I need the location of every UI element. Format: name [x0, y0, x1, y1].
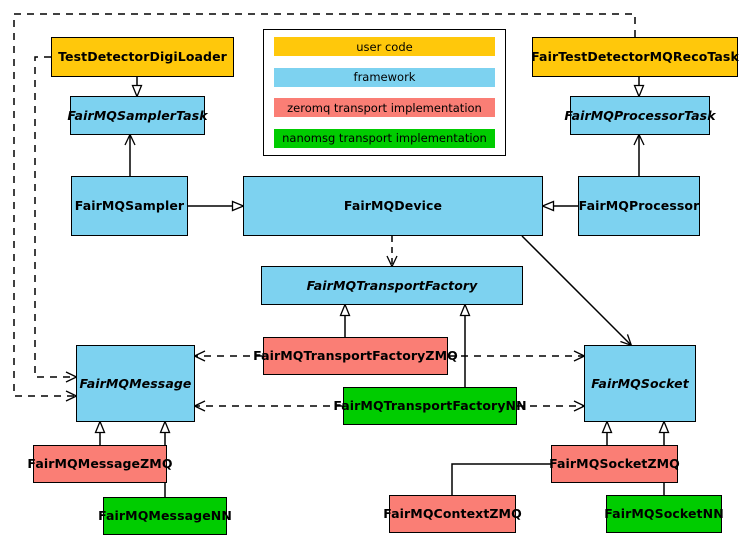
class-box-fairmqmessagenn[interactable]: FairMQMessageNN	[98, 497, 232, 535]
class-box-fairmqcontextzmq[interactable]: FairMQContextZMQ	[383, 495, 522, 533]
legend-box: user code framework zeromq transport imp…	[263, 29, 506, 156]
class-box-fairmqsamplertask[interactable]: FairMQSamplerTask	[67, 96, 208, 135]
class-label: FairMQTransportFactoryZMQ	[253, 348, 458, 364]
class-label: TestDetectorDigiLoader	[58, 49, 227, 65]
edge-device-socket	[521, 235, 631, 345]
legend-label-user-code: user code	[356, 39, 413, 54]
class-box-fairmqsampler[interactable]: FairMQSampler	[71, 176, 188, 236]
class-label: FairTestDetectorMQRecoTask	[531, 49, 739, 65]
edge-contextzmq-socketzmq	[451, 464, 551, 495]
class-box-fairmqtransportfactoryzmq[interactable]: FairMQTransportFactoryZMQ	[253, 337, 458, 375]
class-label: FairMQDevice	[343, 198, 443, 214]
legend-item-user-code: user code	[274, 37, 495, 56]
class-box-fairmqprocessortask[interactable]: FairMQProcessorTask	[564, 96, 716, 135]
legend-label-framework: framework	[353, 70, 416, 85]
class-box-fairmqmessagezmq[interactable]: FairMQMessageZMQ	[27, 445, 172, 483]
class-box-testdetectordigiloader[interactable]: TestDetectorDigiLoader	[51, 37, 234, 77]
legend-item-nanomsg: nanomsg transport implementation	[274, 128, 495, 148]
class-box-fairmqmessage[interactable]: FairMQMessage	[76, 345, 195, 422]
class-box-fairmqsocket[interactable]: FairMQSocket	[584, 345, 696, 422]
class-label: FairMQSamplerTask	[67, 107, 208, 123]
class-label: FairMQMessageNN	[98, 508, 232, 524]
class-box-fairmqsocketnn[interactable]: FairMQSocketNN	[604, 495, 724, 533]
class-label: FairMQSocketNN	[604, 506, 724, 522]
class-label: FairMQMessageZMQ	[27, 456, 173, 472]
class-box-fairmqtransportfactorynn[interactable]: FairMQTransportFactoryNN	[333, 387, 527, 425]
class-box-fairmqtransportfactory[interactable]: FairMQTransportFactory	[261, 266, 523, 305]
class-label: FairMQMessage	[79, 375, 192, 391]
class-label: FairMQSocket	[591, 375, 689, 391]
legend-label-nanomsg: nanomsg transport implementation	[282, 131, 487, 146]
class-label: FairMQSampler	[74, 198, 185, 214]
class-label: FairMQTransportFactoryNN	[333, 398, 527, 414]
class-label: FairMQTransportFactory	[306, 277, 478, 293]
class-box-fairmqprocessor[interactable]: FairMQProcessor	[578, 176, 700, 236]
class-label: FairMQContextZMQ	[383, 506, 522, 522]
class-label: FairMQProcessorTask	[564, 107, 716, 123]
class-label: FairMQSocketZMQ	[549, 456, 680, 472]
legend-item-zeromq: zeromq transport implementation	[274, 98, 495, 118]
class-label: FairMQProcessor	[578, 198, 700, 214]
class-box-fairmqdevice[interactable]: FairMQDevice	[243, 176, 543, 236]
legend-label-zeromq: zeromq transport implementation	[287, 100, 482, 115]
class-box-fairtestdetectormqrecotask[interactable]: FairTestDetectorMQRecoTask	[531, 37, 739, 77]
class-box-fairmqsocketzmq[interactable]: FairMQSocketZMQ	[549, 445, 680, 483]
legend-item-framework: framework	[274, 67, 495, 87]
